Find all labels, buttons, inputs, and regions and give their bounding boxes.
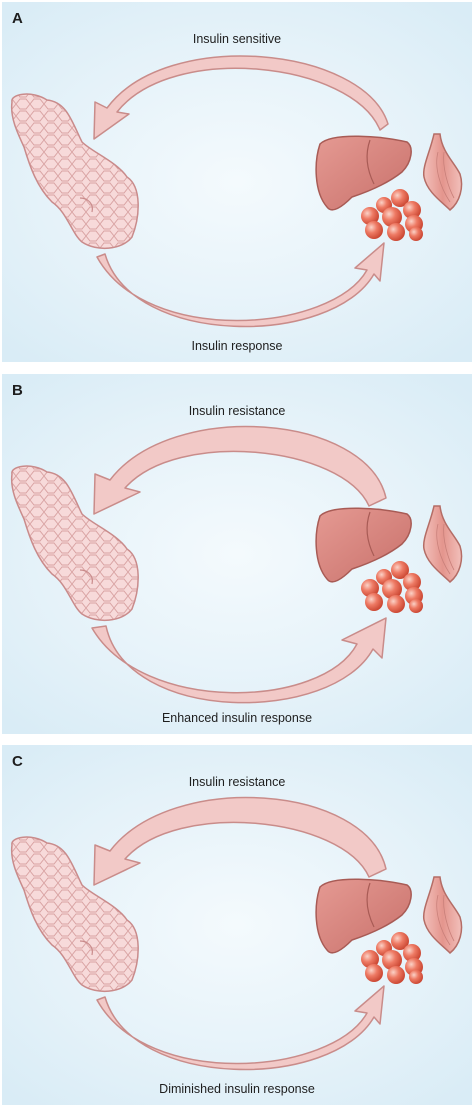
arrow-bottom: [96, 242, 385, 328]
panel-b: B Insulin resistance Enhanced insulin re…: [2, 374, 472, 734]
top-label: Insulin sensitive: [192, 32, 282, 46]
top-label: Insulin resistance: [188, 404, 286, 418]
arrow-top: [93, 425, 387, 515]
bottom-label: Insulin response: [191, 339, 283, 353]
panel-c: C Insulin resistance Diminished insulin …: [2, 745, 472, 1105]
diagram-art: [10, 425, 463, 704]
panel-letter: C: [12, 753, 23, 770]
panel-a: A Insulin sensitive Insulin response: [2, 2, 472, 362]
arrow-bottom: [96, 985, 385, 1071]
target-organs: [315, 505, 463, 614]
arrow-top: [93, 55, 389, 140]
top-label: Insulin resistance: [188, 775, 286, 789]
arrow-top: [93, 796, 387, 886]
diagram-art: [10, 796, 463, 1071]
panel-letter: B: [12, 382, 23, 399]
bottom-label: Enhanced insulin response: [161, 711, 313, 725]
bottom-label: Diminished insulin response: [159, 1082, 315, 1096]
target-organs: [315, 133, 463, 242]
target-organs: [315, 876, 463, 985]
arrow-bottom: [91, 617, 387, 704]
diagram-art: [10, 55, 463, 328]
panel-letter: A: [12, 10, 23, 27]
